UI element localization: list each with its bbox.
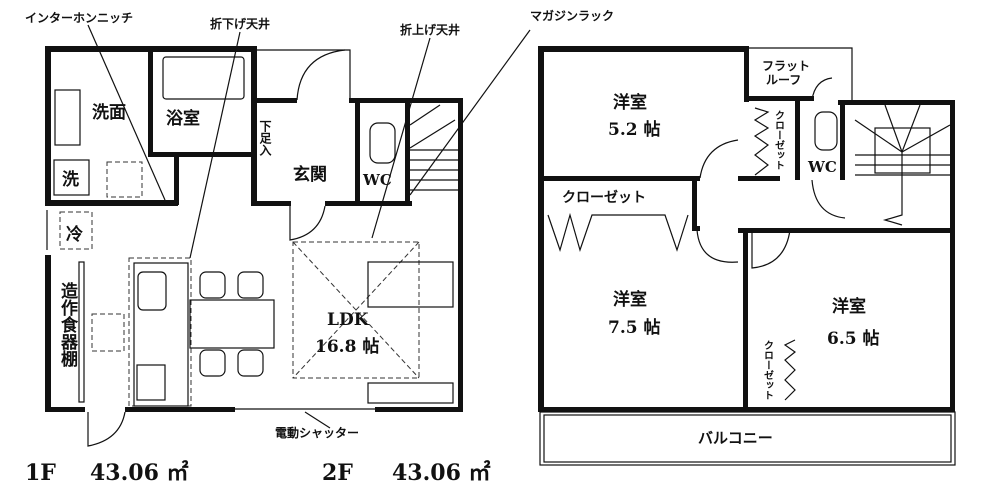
closet-large-label: クローゼット bbox=[562, 189, 646, 206]
cupboard-label: 造作食器棚 bbox=[57, 282, 79, 368]
entry-door[interactable] bbox=[296, 49, 346, 101]
roof-door[interactable] bbox=[811, 77, 833, 101]
floor2-plan: 洋室 5.2 帖 フラット ルーフ クローゼット WC クローゼット 洋室 7.… bbox=[322, 46, 956, 486]
kitchen-door[interactable] bbox=[87, 411, 126, 447]
room3-door[interactable] bbox=[751, 229, 791, 269]
wc-1f-label: WC bbox=[362, 171, 392, 189]
floor2-walls bbox=[538, 46, 956, 466]
bathroom-label: 浴室 bbox=[166, 108, 200, 129]
wc-2f-door[interactable] bbox=[811, 179, 846, 219]
raised-ceiling-area bbox=[292, 241, 420, 379]
raised-ceiling-label: 折上げ天井 bbox=[400, 22, 460, 37]
room1-size-label: 5.2 帖 bbox=[608, 119, 661, 140]
stairs-2f bbox=[854, 104, 951, 226]
toilet bbox=[369, 122, 396, 164]
intercom-niche-label: インターホンニッチ bbox=[25, 11, 133, 25]
kitchen-counter bbox=[133, 262, 189, 407]
sink bbox=[137, 271, 167, 311]
floor1-plan: インターホンニッチ 折下げ天井 折上げ天井 マガジンラック 電動シャッター 洗面… bbox=[25, 8, 614, 486]
closet-doors-small bbox=[753, 107, 770, 176]
sofa bbox=[367, 261, 454, 308]
closet-small-label: クローゼット bbox=[773, 110, 785, 170]
hall-door[interactable] bbox=[289, 205, 326, 241]
washer-label: 洗 bbox=[62, 169, 79, 190]
ldk-size-label: 16.8 帖 bbox=[315, 336, 379, 357]
magazine-rack-label: マガジンラック bbox=[530, 8, 614, 23]
ldk-label: LDK bbox=[327, 310, 370, 330]
fridge-label: 冷 bbox=[66, 224, 83, 245]
closet-doors-side bbox=[783, 339, 797, 401]
room3-label: 洋室 bbox=[832, 296, 866, 317]
room2-label: 洋室 bbox=[613, 289, 647, 310]
tv-board bbox=[367, 382, 454, 404]
chairs bbox=[199, 271, 264, 377]
entrance-label: 玄関 bbox=[293, 164, 327, 185]
toilet-2f bbox=[814, 111, 838, 151]
cupboard-line bbox=[78, 261, 85, 403]
closet-side-label: クローゼット bbox=[762, 340, 774, 400]
balcony-label: バルコニー bbox=[698, 429, 773, 447]
fridge-box bbox=[59, 211, 93, 250]
shoe-storage-label: 下足入 bbox=[258, 120, 272, 157]
balcony-outline bbox=[539, 411, 956, 466]
flat-roof-label-2: ルーフ bbox=[766, 73, 801, 87]
washroom-storage bbox=[106, 161, 143, 198]
bathtub bbox=[162, 56, 245, 100]
dining-table bbox=[189, 299, 275, 349]
wc-2f-label: WC bbox=[807, 158, 837, 176]
room1-door[interactable] bbox=[699, 139, 739, 179]
room3-size-label: 6.5 帖 bbox=[827, 328, 880, 349]
floor1-area: 43.06 ㎡ bbox=[90, 460, 189, 486]
flat-roof-label-1: フラット bbox=[762, 59, 810, 73]
washer-box bbox=[53, 159, 90, 196]
electric-shutter-label: 電動シャッター bbox=[275, 425, 359, 440]
floor2-label: 2F bbox=[322, 460, 353, 486]
washroom-label: 洗面 bbox=[92, 102, 126, 123]
lowered-ceiling-label: 折下げ天井 bbox=[210, 16, 270, 31]
floor2-area: 43.06 ㎡ bbox=[392, 460, 491, 486]
room1-label: 洋室 bbox=[613, 92, 647, 113]
stove bbox=[136, 364, 166, 401]
room2-size-label: 7.5 帖 bbox=[608, 317, 661, 338]
pantry-box bbox=[91, 313, 125, 352]
floor1-walls bbox=[45, 46, 463, 412]
callout-lines bbox=[87, 24, 531, 429]
room2-door[interactable] bbox=[696, 229, 739, 263]
closet-doors-large bbox=[547, 212, 689, 253]
porch-outline bbox=[257, 49, 351, 100]
floor1-label: 1F bbox=[25, 460, 56, 486]
vanity bbox=[54, 89, 81, 146]
stairs-1f bbox=[409, 104, 458, 191]
